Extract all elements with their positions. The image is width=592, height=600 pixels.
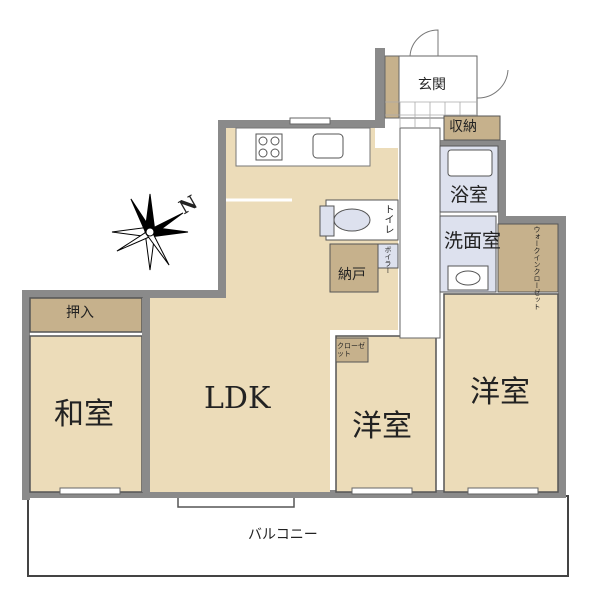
washbasin-icon (447, 265, 489, 291)
washitsu-floor (29, 335, 143, 493)
senmenshitsu-label: 洗面室 (444, 230, 502, 252)
boiler-label: ボイラー (384, 246, 392, 274)
oshiire-label: 押入 (66, 305, 94, 321)
shuno-floor (443, 115, 501, 141)
yoshitsu-right-label: 洋室 (470, 375, 530, 410)
oshiire-floor (29, 297, 143, 333)
balcony-label: バルコニー (248, 527, 318, 543)
nando-label: 納戸 (338, 267, 366, 283)
yokushitsu-label: 浴室 (450, 184, 489, 206)
compass-icon (111, 193, 189, 271)
balcony-area (27, 495, 569, 577)
closet-floor (335, 337, 369, 363)
yoshitsu-center-label: 洋室 (352, 409, 412, 444)
bathtub-icon (447, 149, 493, 177)
genkan-storage (384, 55, 400, 119)
walkin-label: ウォークインクローゼット (533, 226, 541, 310)
entry-door-arc (409, 29, 439, 57)
closet-label: クローゼット (337, 342, 365, 358)
nando-floor (329, 243, 379, 293)
shuno-label: 収納 (449, 119, 477, 135)
windows (59, 117, 539, 495)
entry-door-arc-2 (476, 69, 509, 99)
ldk-label: LDK (204, 381, 271, 416)
toilet-label: トイレ (382, 204, 393, 234)
sink-icon (312, 133, 344, 159)
washbasin-bowl-icon (455, 270, 481, 286)
yoshitsu-right-floor (443, 293, 559, 493)
washitsu-partition (142, 298, 150, 492)
corridor (399, 127, 441, 339)
washitsu-label: 和室 (54, 397, 114, 432)
walkin-floor (497, 223, 559, 293)
stove-icon (255, 133, 283, 161)
toilet-icon (319, 205, 371, 237)
genkan-label: 玄関 (418, 77, 446, 93)
